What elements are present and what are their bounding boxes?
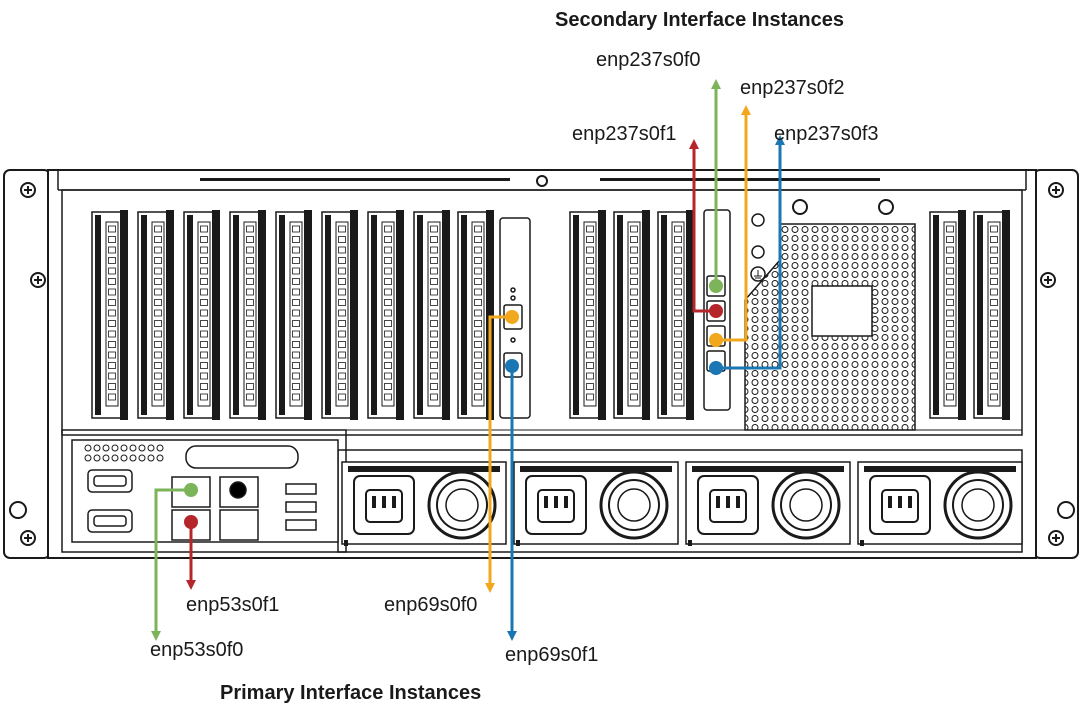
power-supply bbox=[685, 461, 851, 546]
hole-icon bbox=[536, 175, 548, 187]
port-dot-enp237s0f0 bbox=[709, 279, 723, 293]
pcie-slot bbox=[275, 210, 312, 420]
link-enp237s0f2 bbox=[716, 105, 751, 342]
label-enp69s0f0: enp69s0f0 bbox=[384, 594, 477, 616]
fan-icon bbox=[771, 470, 841, 540]
label-enp237s0f1: enp237s0f1 bbox=[572, 123, 677, 145]
pcie-slot bbox=[657, 210, 694, 420]
fan-icon bbox=[599, 470, 669, 540]
hole-icon bbox=[1057, 501, 1075, 519]
pcie-slot bbox=[183, 210, 220, 420]
pcie-slot bbox=[229, 210, 266, 420]
link-enp237s0f3 bbox=[716, 135, 785, 370]
hole-icon bbox=[9, 501, 27, 519]
port-dot-enp69s0f1 bbox=[505, 359, 519, 373]
link-enp53s0f0 bbox=[151, 488, 191, 641]
right-rack-ear bbox=[1033, 169, 1079, 559]
lan-port bbox=[219, 509, 259, 541]
port-dot-enp237s0f3 bbox=[709, 361, 723, 375]
port-dot-enp237s0f2 bbox=[709, 333, 723, 347]
label-enp237s0f2: enp237s0f2 bbox=[740, 77, 845, 99]
io-panel bbox=[71, 439, 339, 543]
usb-port bbox=[285, 519, 317, 531]
label-enp237s0f0: enp237s0f0 bbox=[596, 49, 701, 71]
power-supply bbox=[341, 461, 507, 546]
primary-heading: Primary Interface Instances bbox=[220, 682, 481, 704]
pcie-slot bbox=[367, 210, 404, 420]
secondary-heading: Secondary Interface Instances bbox=[555, 9, 844, 31]
fan-icon bbox=[943, 470, 1013, 540]
port-dot-enp69s0f0 bbox=[505, 310, 519, 324]
vent-grille bbox=[744, 213, 916, 431]
link-enp69s0f0 bbox=[485, 315, 512, 593]
pcie-slot bbox=[321, 210, 358, 420]
usb-port bbox=[285, 483, 317, 495]
screw-icon bbox=[792, 199, 808, 215]
label-enp53s0f0: enp53s0f0 bbox=[150, 639, 243, 661]
pcie-slot bbox=[91, 210, 128, 420]
port-dot-enp53s0f1 bbox=[184, 515, 198, 529]
link-enp237s0f1 bbox=[689, 139, 716, 313]
power-supplies bbox=[341, 461, 1023, 546]
pcie-slots bbox=[91, 210, 1010, 420]
port-dot-enp237s0f1 bbox=[709, 304, 723, 318]
pcie-slot bbox=[413, 210, 450, 420]
port-dot-enp53s0f0 bbox=[184, 483, 198, 497]
pcie-slot bbox=[569, 210, 606, 420]
label-enp237s0f3: enp237s0f3 bbox=[774, 123, 879, 145]
connection-lines bbox=[151, 79, 785, 641]
rack-screws bbox=[9, 175, 1075, 546]
pcie-slot bbox=[137, 210, 174, 420]
pcie-slot bbox=[613, 210, 650, 420]
pcie-slot bbox=[929, 210, 966, 420]
power-supply bbox=[513, 461, 679, 546]
pcie-slot bbox=[457, 210, 494, 420]
left-rack-ear bbox=[3, 169, 51, 559]
fan-icon bbox=[427, 470, 497, 540]
mgmt-port-indicator bbox=[229, 481, 247, 499]
power-supply bbox=[857, 461, 1023, 546]
usb-port bbox=[285, 501, 317, 513]
screw-icon bbox=[878, 199, 894, 215]
label-enp69s0f1: enp69s0f1 bbox=[505, 644, 598, 666]
pcie-slot bbox=[973, 210, 1010, 420]
label-enp53s0f1: enp53s0f1 bbox=[186, 594, 279, 616]
